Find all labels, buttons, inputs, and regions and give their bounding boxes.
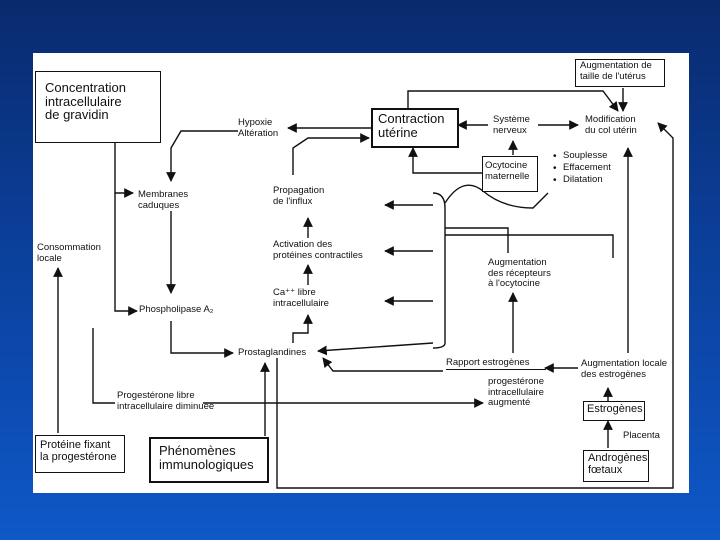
edge-ocytocine-contraction (408, 147, 482, 174)
bullet-effacement: • (553, 163, 557, 174)
node-progesterone-augmente: progestérone intracellulaire augmenté (488, 376, 544, 408)
edge-gravidin-phospholipase (114, 193, 138, 316)
node-augmentation-locale: Augmentation locale des estrogènes (581, 358, 668, 380)
node-systeme-nerveux: Système nerveux (493, 114, 530, 136)
node-proteine-fixant: Protéine fixant la progestérone (40, 439, 117, 463)
node-augmentation-taille-box (575, 59, 665, 87)
edge-gravidin-membranes (114, 141, 134, 198)
diagram-connectors (53, 88, 674, 489)
node-augmentation-recepteurs: Augmentation des récepteurs à l'ocytocin… (488, 257, 551, 289)
node-estrogenes-box (583, 401, 645, 421)
node-gravidin: Concentration intracellulaire de gravidi… (45, 80, 126, 122)
edge-phospholipase-prostaglandines (170, 321, 234, 358)
edge-recepteurs-bracket (445, 227, 509, 253)
node-calcium: Ca⁺⁺ libre intracellulaire (273, 287, 329, 309)
node-dilatation: Dilatation (563, 174, 603, 185)
node-ocytocine: Ocytocine maternelle (485, 160, 530, 182)
node-effacement: Effacement (563, 162, 611, 173)
edge-hypoxie-membranes (166, 130, 238, 182)
edge-bottom-loop (276, 122, 674, 489)
edge-contraction-modification (407, 90, 619, 112)
edge-propagation-contraction (292, 133, 370, 175)
node-prostaglandines: Prostaglandines (238, 347, 307, 358)
node-androgenes: Androgènes fœtaux (588, 452, 648, 476)
node-propagation: Propagation de l'influx (273, 185, 325, 207)
node-membranes: Membranes caduques (138, 189, 189, 211)
node-phenomenes: Phénomènes immunologiques (159, 443, 254, 472)
node-phospholipase: Phospholipase A₂ (139, 304, 214, 315)
node-phenomenes-box (149, 437, 269, 483)
node-modification-col: Modification du col utérin (585, 114, 637, 136)
node-estrogenes: Estrogènes (587, 403, 643, 415)
edge-progesterone-libre (92, 328, 115, 404)
node-augmentation-taille: Augmentation de taille de l'utérus (580, 60, 652, 82)
node-ocytocine-box (482, 156, 538, 192)
node-contraction-box (371, 108, 459, 148)
bullet-souplesse: • (553, 151, 557, 162)
edge-feed-prostaglandines (317, 342, 434, 356)
edge-prostaglandines-calcium (292, 314, 313, 343)
edge-recepteurs-bracket2 (445, 234, 614, 258)
node-souplesse: Souplesse (563, 150, 608, 161)
node-hypoxie: Hypoxie Altération (238, 117, 279, 139)
node-proteine-fixant-box (35, 435, 125, 473)
node-gravidin-box (35, 71, 161, 143)
node-progesterone-libre: Progestérone libre intracellulaire dimin… (117, 390, 215, 412)
edge-rapport-prostaglandines (322, 357, 443, 372)
diagram-panel: Concentration intracellulaire de gravidi… (33, 53, 689, 493)
node-androgenes-box (583, 450, 649, 482)
node-activation: Activation des protéines contractiles (273, 239, 363, 261)
node-rapport: Rapport estrogènes (446, 357, 546, 370)
node-placenta: Placenta (623, 430, 660, 441)
node-contraction: Contraction utérine (378, 111, 445, 140)
bullet-dilatation: • (553, 175, 557, 186)
edge-bracket (432, 192, 446, 349)
node-consommation: Consommation locale (37, 242, 101, 264)
